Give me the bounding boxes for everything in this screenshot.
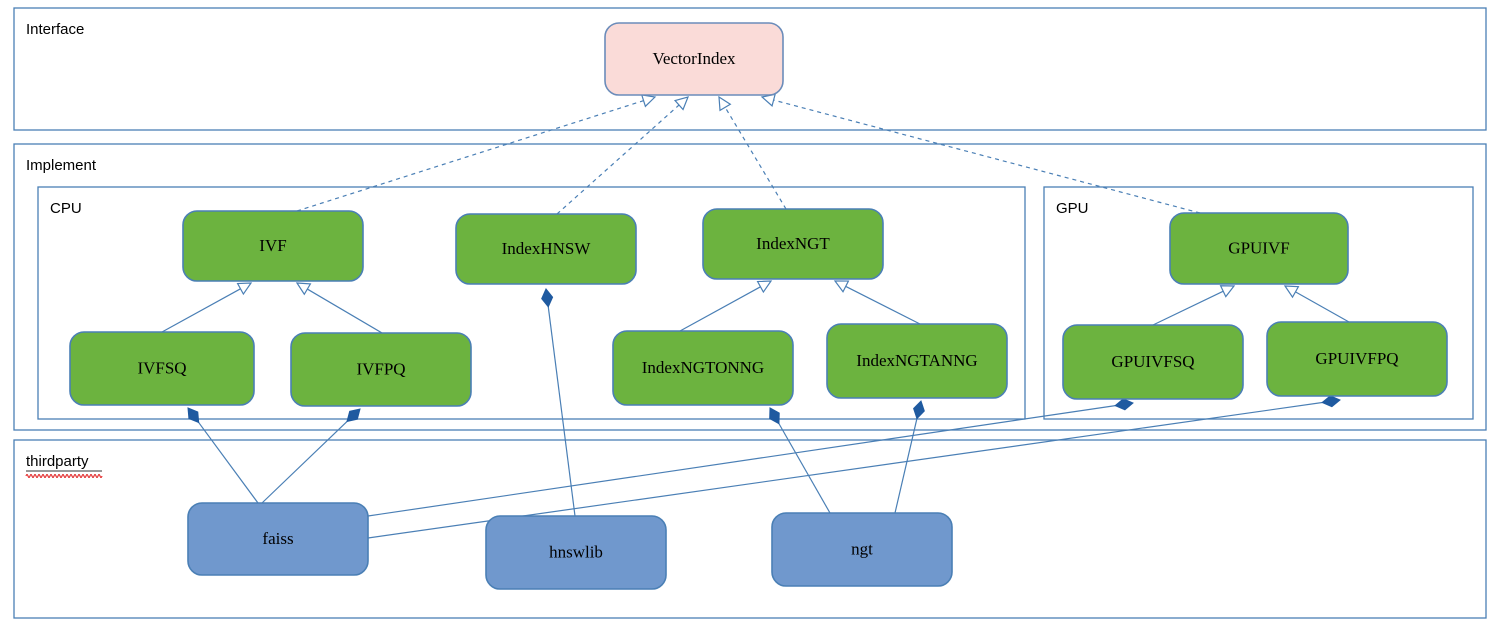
node-label: IndexNGTONNG	[642, 358, 764, 377]
hollow-triangle-arrow-icon	[756, 280, 773, 294]
node-label: IVF	[259, 236, 286, 255]
node-box[interactable]	[826, 323, 1008, 399]
node-faiss[interactable]: faiss	[187, 502, 369, 576]
edge-line	[894, 417, 918, 514]
filled-diamond-icon	[541, 288, 554, 308]
node-label: IVFPQ	[356, 359, 405, 378]
node-gpuivf[interactable]: GPUIVF	[1169, 212, 1349, 285]
node-box[interactable]	[182, 210, 364, 282]
node-box[interactable]	[69, 331, 255, 406]
edge-line	[844, 285, 921, 325]
hollow-triangle-arrow-icon	[718, 95, 732, 112]
edge-line	[772, 99, 1201, 214]
node-ngt[interactable]: ngt	[771, 512, 953, 587]
container-label-cpu: CPU	[50, 200, 82, 217]
hollow-triangle-arrow-icon	[833, 280, 850, 293]
edge-composition-faiss-to-ivfpq	[261, 408, 361, 504]
node-box[interactable]	[187, 502, 369, 576]
edge-realization-indexngt-to-vectorindex	[718, 95, 787, 210]
node-label: IndexNGTANNG	[856, 351, 977, 370]
node-label: VectorIndex	[652, 49, 736, 68]
edge-line	[261, 420, 349, 504]
node-vectorindex[interactable]: VectorIndex	[604, 22, 784, 96]
node-ivfsq[interactable]: IVFSQ	[69, 331, 255, 406]
container-label-implement: Implement	[26, 157, 97, 174]
edge-generalization-ivfpq-to-ivf	[295, 282, 383, 334]
node-indexngtonng[interactable]: IndexNGTONNG	[612, 330, 794, 406]
node-label: ngt	[851, 539, 873, 558]
node-label: hnswlib	[549, 542, 603, 561]
node-gpuivfsq[interactable]: GPUIVFSQ	[1062, 324, 1244, 400]
container-label-interface: Interface	[26, 21, 84, 38]
hollow-triangle-arrow-icon	[295, 282, 312, 296]
container-label-thirdparty: thirdparty	[26, 453, 89, 470]
node-label: GPUIVF	[1228, 238, 1289, 257]
node-hnswlib[interactable]: hnswlib	[485, 515, 667, 590]
node-box[interactable]	[604, 22, 784, 96]
node-gpuivfpq[interactable]: GPUIVFPQ	[1266, 321, 1448, 397]
node-indexhnsw[interactable]: IndexHNSW	[455, 213, 637, 285]
edge-generalization-gpuivfpq-to-gpuivf	[1283, 285, 1350, 323]
filled-diamond-icon	[1114, 398, 1134, 411]
spellcheck-squiggle-icon	[25, 473, 103, 479]
edge-layer	[161, 93, 1350, 539]
hollow-triangle-arrow-icon	[640, 94, 657, 108]
edge-line	[306, 288, 383, 334]
node-indexngt[interactable]: IndexNGT	[702, 208, 884, 280]
node-label: IVFSQ	[137, 358, 186, 377]
node-box[interactable]	[1266, 321, 1448, 397]
node-box[interactable]	[612, 330, 794, 406]
edge-line	[1152, 290, 1225, 326]
edge-generalization-ivfsq-to-ivf	[161, 282, 253, 333]
node-label: GPUIVFSQ	[1111, 352, 1194, 371]
edge-line	[724, 106, 787, 210]
edge-composition-faiss-to-gpuivfsq	[367, 398, 1134, 517]
node-box[interactable]	[1169, 212, 1349, 285]
node-label: IndexNGT	[756, 234, 830, 253]
filled-diamond-icon	[346, 408, 361, 423]
edge-line	[679, 285, 762, 332]
edge-generalization-indexngtonng-to-indexngt	[679, 280, 773, 332]
edge-composition-faiss-to-ivfsq	[187, 407, 259, 504]
edge-line	[777, 422, 831, 514]
edge-generalization-gpuivfsq-to-gpuivf	[1152, 285, 1236, 326]
node-label: faiss	[262, 529, 293, 548]
node-box[interactable]	[1062, 324, 1244, 400]
edge-line	[161, 287, 242, 333]
node-box[interactable]	[702, 208, 884, 280]
node-box[interactable]	[485, 515, 667, 590]
edge-line	[1294, 290, 1350, 323]
edge-line	[556, 103, 681, 215]
hollow-triangle-arrow-icon	[236, 282, 253, 296]
edge-composition-ngt-to-indexngtonng	[769, 407, 831, 514]
filled-diamond-icon	[769, 407, 780, 425]
edge-realization-ivf-to-vectorindex	[296, 94, 657, 212]
edge-composition-hnswlib-to-indexhnsw	[541, 288, 576, 517]
edge-line	[547, 305, 576, 517]
node-label: IndexHNSW	[502, 239, 592, 258]
hollow-triangle-arrow-icon	[1283, 285, 1300, 299]
hollow-triangle-arrow-icon	[673, 96, 690, 111]
node-box[interactable]	[455, 213, 637, 285]
edge-line	[367, 404, 1117, 517]
node-box[interactable]	[290, 332, 472, 407]
container-label-gpu: GPU	[1056, 200, 1089, 217]
edge-generalization-indexngtanng-to-indexngt	[833, 280, 921, 325]
node-ivfpq[interactable]: IVFPQ	[290, 332, 472, 407]
edge-line	[197, 421, 259, 504]
hollow-triangle-arrow-icon	[1219, 285, 1236, 298]
node-label: GPUIVFPQ	[1315, 349, 1398, 368]
filled-diamond-icon	[1321, 395, 1341, 408]
filled-diamond-icon	[187, 407, 200, 424]
edge-composition-ngt-to-indexngtanng	[894, 400, 925, 514]
node-box[interactable]	[771, 512, 953, 587]
filled-diamond-icon	[913, 400, 925, 420]
edge-realization-indexhnsw-to-vectorindex	[556, 96, 690, 215]
node-indexngtanng[interactable]: IndexNGTANNG	[826, 323, 1008, 399]
node-ivf[interactable]: IVF	[182, 210, 364, 282]
